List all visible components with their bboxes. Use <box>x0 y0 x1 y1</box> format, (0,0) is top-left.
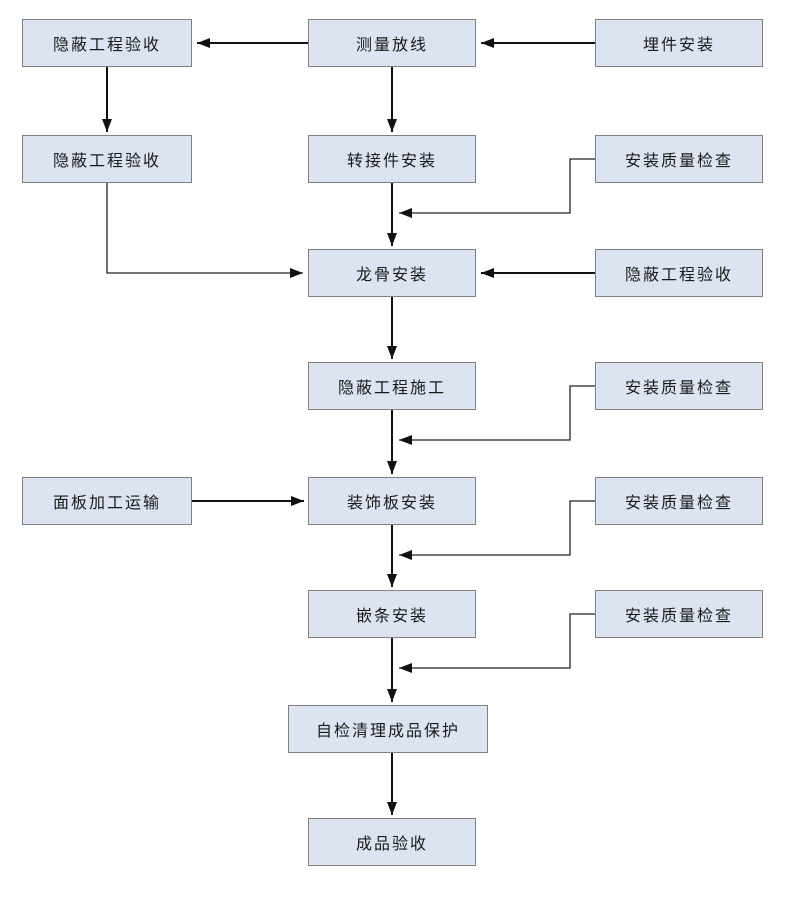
node-panel-process-ship: 面板加工运输 <box>22 477 192 525</box>
edge-check1-join-elbow <box>399 158 595 218</box>
edge-check2-join-elbow <box>399 385 595 445</box>
edge-check3-join-elbow <box>399 500 595 560</box>
node-quality-check-2: 安装质量检查 <box>595 362 763 410</box>
edge-check4-join-elbow <box>399 613 595 673</box>
node-measure-layout: 测量放线 <box>308 19 476 67</box>
node-hidden-acceptance-3: 隐蔽工程验收 <box>595 249 763 297</box>
node-quality-check-1: 安装质量检查 <box>595 135 763 183</box>
node-final-acceptance: 成品验收 <box>308 818 476 866</box>
edge-hidden2-to-keel-elbow <box>106 183 303 278</box>
node-quality-check-3: 安装质量检查 <box>595 477 763 525</box>
node-hidden-acceptance-1: 隐蔽工程验收 <box>22 19 192 67</box>
node-self-check-protect: 自检清理成品保护 <box>288 705 488 753</box>
node-hidden-construction: 隐蔽工程施工 <box>308 362 476 410</box>
node-adapter-install: 转接件安装 <box>308 135 476 183</box>
node-keel-install: 龙骨安装 <box>308 249 476 297</box>
node-embed-install: 埋件安装 <box>595 19 763 67</box>
node-hidden-acceptance-2: 隐蔽工程验收 <box>22 135 192 183</box>
node-trim-install: 嵌条安装 <box>308 590 476 638</box>
node-quality-check-4: 安装质量检查 <box>595 590 763 638</box>
node-decor-panel-install: 装饰板安装 <box>308 477 476 525</box>
